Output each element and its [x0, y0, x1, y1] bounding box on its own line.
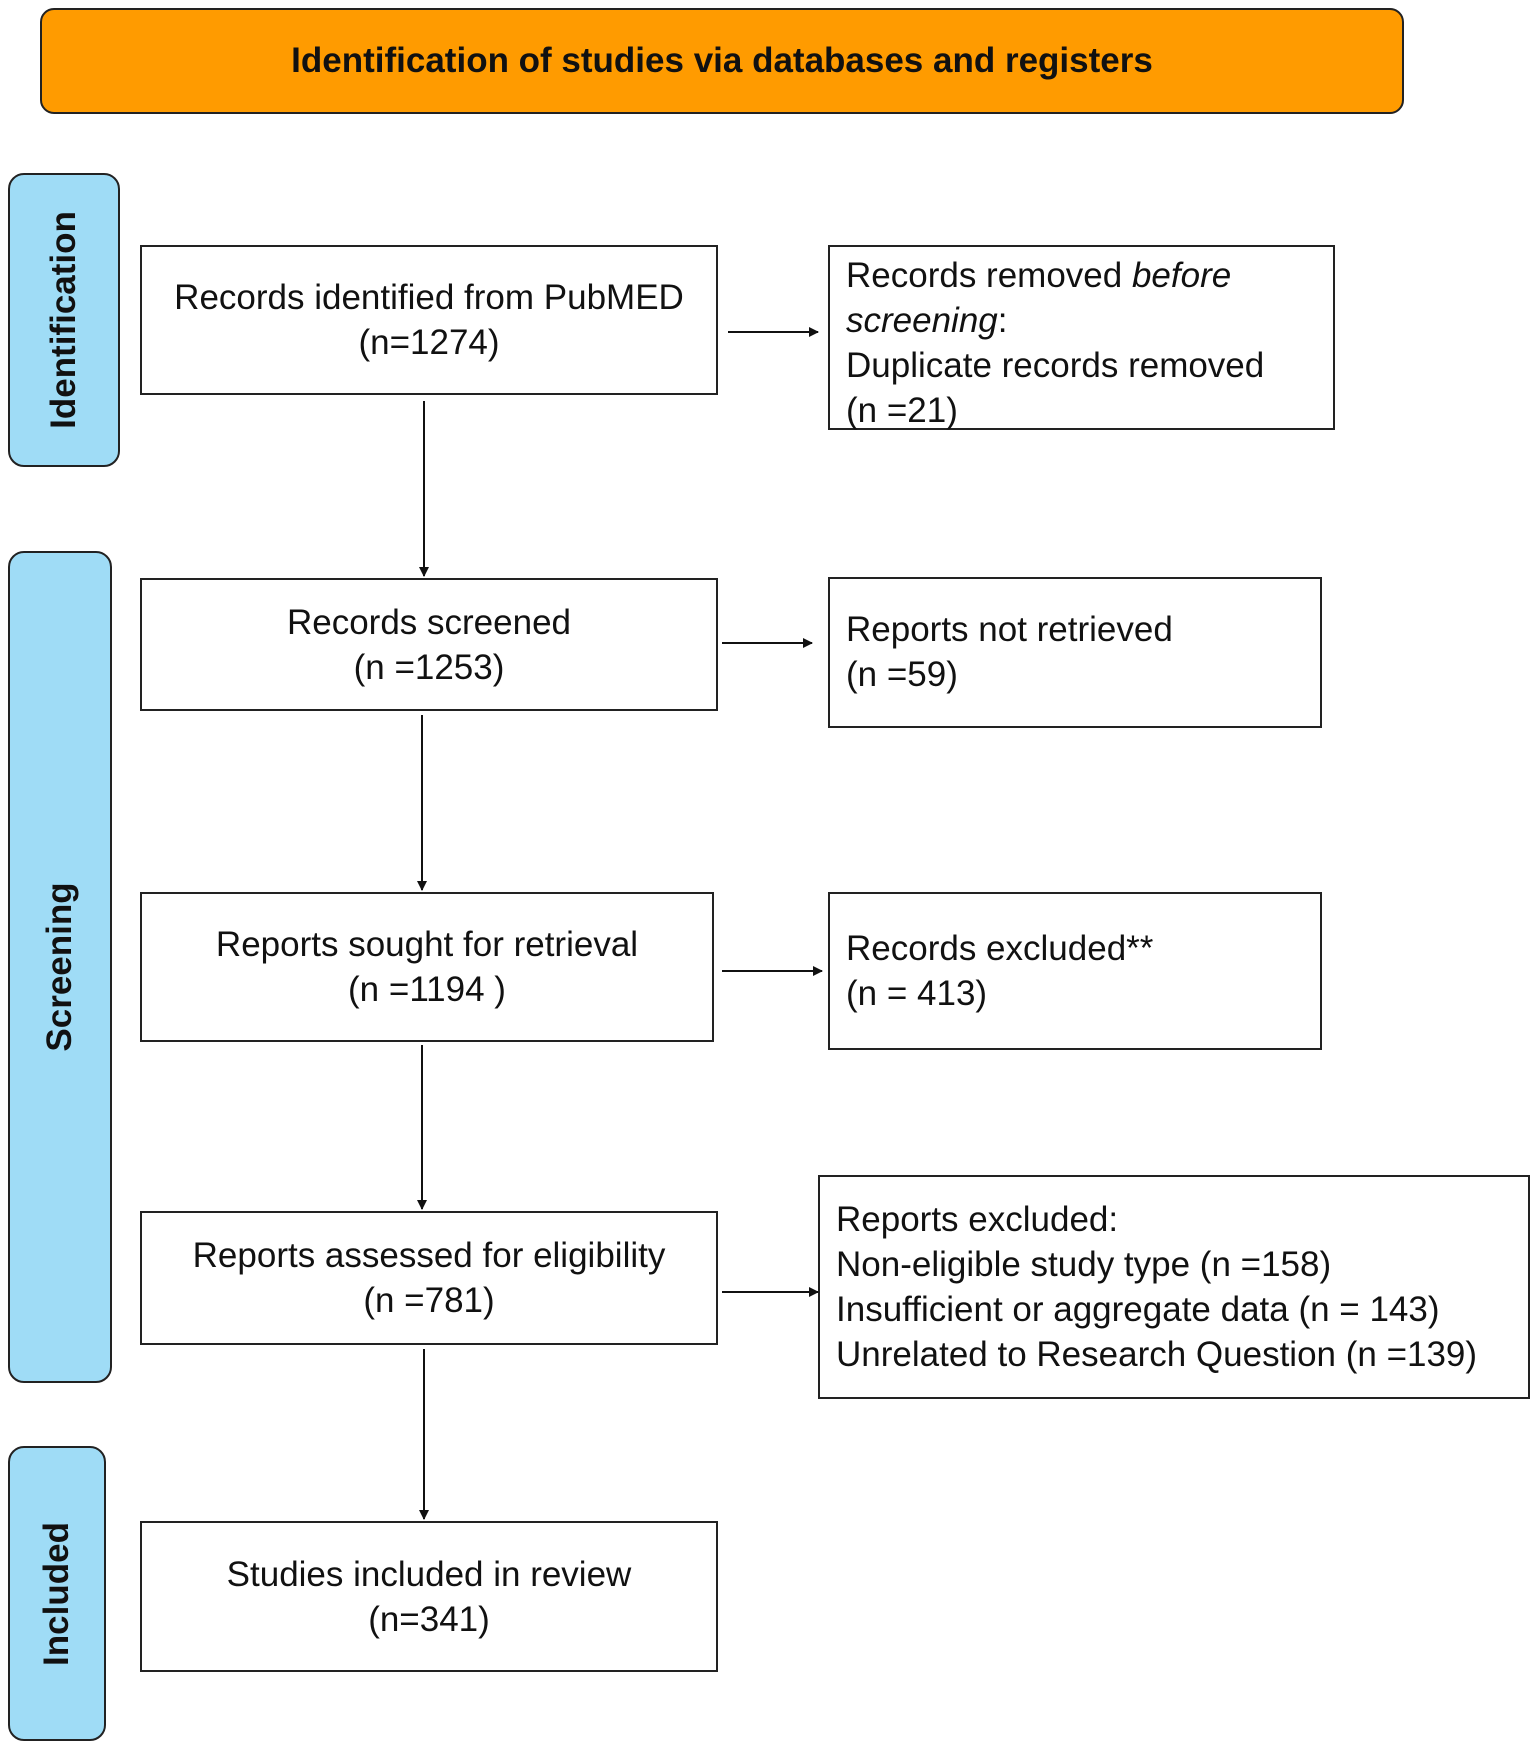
- records-removed-duplicates: Duplicate records removed: [846, 346, 1265, 385]
- reports-not-retrieved-count: (n =59): [846, 655, 958, 694]
- reports-sought-label: Reports sought for retrieval: [215, 925, 639, 964]
- diagram-header: Identification of studies via databases …: [40, 8, 1404, 114]
- reports-excluded-non-eligible: Non-eligible study type (n =158): [836, 1245, 1332, 1284]
- reports-assessed-box: Reports assessed for eligibility (n =781…: [140, 1211, 718, 1345]
- reports-excluded-label: Reports excluded:: [836, 1200, 1119, 1239]
- reports-not-retrieved-label: Reports not retrieved: [846, 610, 1173, 649]
- records-screened-label: Records screened: [286, 602, 572, 642]
- studies-included-count: (n=341): [368, 1599, 490, 1639]
- reports-excluded-insufficient: Insufficient or aggregate data (n = 143): [836, 1290, 1440, 1329]
- records-excluded-label: Records excluded**: [846, 929, 1154, 968]
- records-excluded-count: (n = 413): [846, 974, 988, 1013]
- studies-included-box: Studies included in review (n=341): [140, 1521, 718, 1672]
- reports-excluded-box: Reports excluded: Non-eligible study typ…: [818, 1175, 1530, 1399]
- reports-assessed-count: (n =781): [363, 1281, 495, 1320]
- header-title: Identification of studies via databases …: [291, 41, 1153, 80]
- reports-not-retrieved-box: Reports not retrieved (n =59): [828, 577, 1322, 728]
- reports-sought-box: Reports sought for retrieval (n =1194 ): [140, 892, 714, 1042]
- records-removed-screening: screening: [846, 301, 998, 340]
- reports-sought-count: (n =1194 ): [348, 970, 506, 1009]
- records-removed-count: (n =21): [846, 391, 958, 430]
- records-identified-count: (n=1274): [358, 323, 500, 362]
- studies-included-label: Studies included in review: [226, 1554, 632, 1594]
- reports-assessed-label: Reports assessed for eligibility: [192, 1236, 666, 1275]
- records-screened-box: Records screened (n =1253): [140, 578, 718, 711]
- stage-screening: Screening: [8, 551, 112, 1383]
- records-excluded-box: Records excluded** (n = 413): [828, 892, 1322, 1050]
- records-screened-count: (n =1253): [353, 647, 505, 687]
- records-identified-label: Records identified from PubMED: [174, 278, 684, 317]
- records-identified-box: Records identified from PubMED (n=1274): [140, 245, 718, 395]
- stage-included: Included: [8, 1446, 106, 1741]
- records-removed-text: Records removed: [846, 256, 1132, 295]
- records-removed-line1: Records removed before: [846, 253, 1333, 298]
- records-removed-box: Records removed before screening: Duplic…: [828, 245, 1335, 430]
- records-removed-line2: screening:: [846, 298, 1333, 343]
- reports-excluded-unrelated: Unrelated to Research Question (n =139): [836, 1335, 1478, 1374]
- stage-identification: Identification: [8, 173, 120, 467]
- records-removed-colon: :: [997, 301, 1008, 340]
- records-removed-before: before: [1131, 256, 1232, 295]
